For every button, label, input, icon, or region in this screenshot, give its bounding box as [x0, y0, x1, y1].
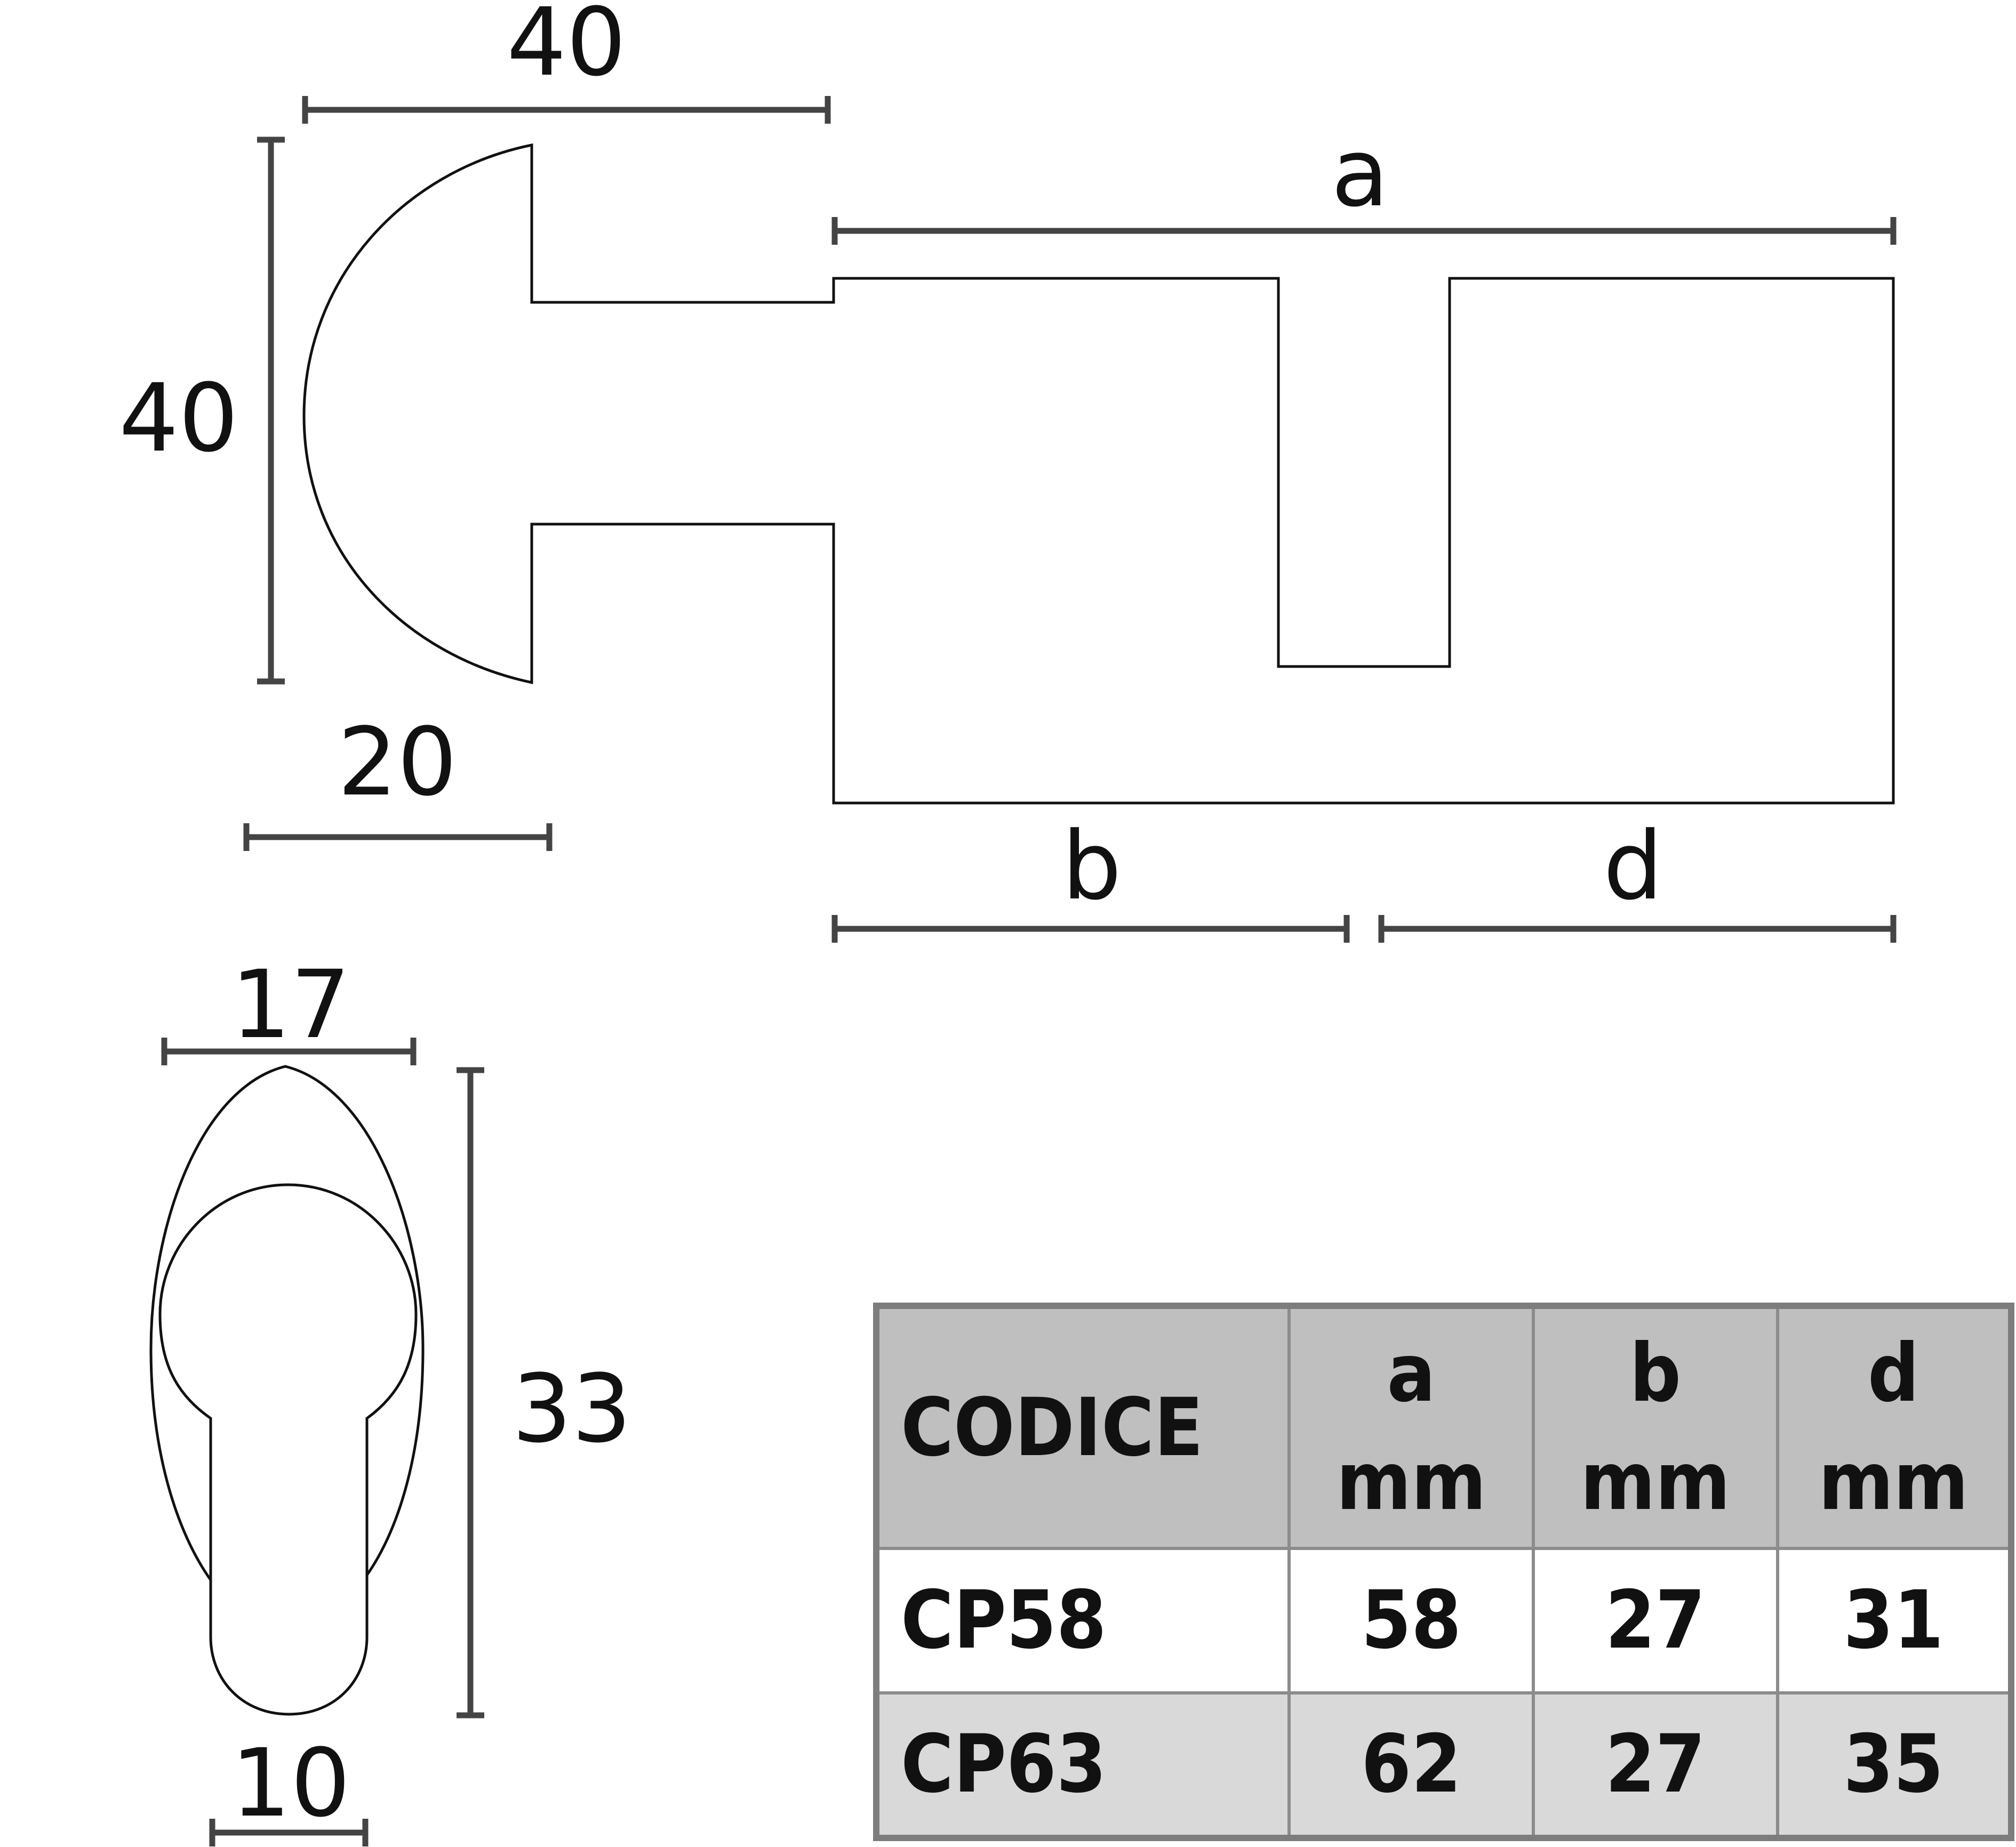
dimension-line-head-width — [302, 96, 831, 124]
knob-side-profile — [302, 143, 1895, 805]
cell-b: 27 — [1531, 1691, 1779, 1840]
header-code: CODICE — [874, 1304, 1291, 1550]
dimension-line-key-width — [209, 1819, 369, 1846]
dimension-line-rosette-height — [457, 1067, 484, 1718]
dimension-label-head-width: 40 — [507, 0, 626, 97]
header-a-letter: a — [1387, 1327, 1436, 1420]
key-profile-outline — [158, 1183, 418, 1716]
dimension-line-head-depth — [243, 823, 553, 851]
cell-code: CP63 — [874, 1691, 1291, 1840]
dimension-line-a — [831, 217, 1897, 245]
header-d-letter: d — [1867, 1327, 1919, 1420]
dimension-label-b: b — [1062, 812, 1122, 921]
dimension-label-head-height: 40 — [119, 364, 238, 473]
header-b-unit: mm — [1580, 1435, 1731, 1528]
header-a-unit: mm — [1336, 1435, 1486, 1528]
dimension-line-d — [1378, 915, 1897, 943]
dimension-label-rosette-height: 33 — [512, 1354, 631, 1464]
header-a: a mm — [1287, 1304, 1535, 1550]
knob-front-view — [149, 1065, 425, 1716]
header-d: d mm — [1775, 1304, 2013, 1550]
cell-d: 35 — [1775, 1691, 2013, 1840]
cell-a: 62 — [1287, 1691, 1535, 1840]
dimension-line-head-height — [257, 136, 285, 685]
table-row: CP58 58 27 31 — [874, 1546, 2013, 1695]
dimension-label-head-depth: 20 — [338, 708, 457, 817]
header-b: b mm — [1531, 1304, 1779, 1550]
dimension-label-key-width: 10 — [231, 1729, 350, 1838]
spec-table: CODICE a mm b mm d mm CP58 58 27 31 CP63… — [873, 1303, 2014, 1841]
header-b-letter: b — [1629, 1327, 1682, 1420]
table-row: CP63 62 27 35 — [874, 1691, 2013, 1840]
dimension-label-a: a — [1331, 118, 1389, 228]
cell-d: 31 — [1775, 1546, 2013, 1695]
table-header-row: CODICE a mm b mm d mm — [874, 1304, 2013, 1550]
dimension-label-rosette-width: 17 — [231, 950, 350, 1059]
dimension-line-rosette-width — [161, 1038, 417, 1065]
cell-a: 58 — [1287, 1546, 1535, 1695]
cell-b: 27 — [1531, 1546, 1779, 1695]
header-d-unit: mm — [1818, 1435, 1969, 1528]
dimension-label-d: d — [1603, 812, 1663, 921]
dimension-line-b — [831, 915, 1350, 943]
cell-code: CP58 — [874, 1546, 1291, 1695]
